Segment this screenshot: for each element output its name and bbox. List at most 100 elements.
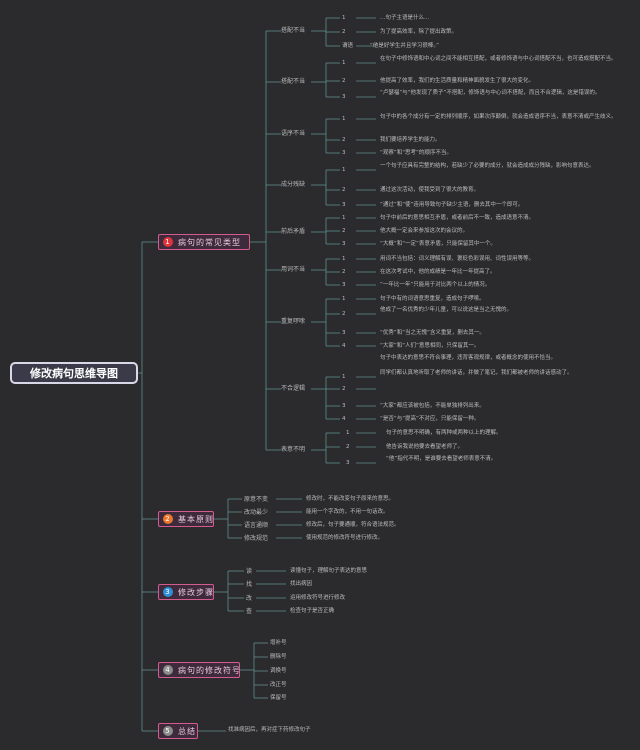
- item-mark: 3: [342, 150, 346, 156]
- item-mark: 1: [346, 430, 350, 436]
- item-mark: 3: [342, 403, 346, 409]
- principle-text: 修改后，句子要通顺，符合语法规范。: [306, 522, 400, 528]
- item-text: “观察”和“思考”的顺序不当。: [380, 150, 452, 156]
- step-text: 检查句子是否正确: [290, 608, 335, 614]
- principle-label: 原意不变: [244, 496, 269, 503]
- item-mark: 3: [342, 330, 346, 336]
- item-text: 句子的意思不明确，有两种或两种以上的理解。: [386, 430, 502, 436]
- root-topic[interactable]: 修改病句思维导图: [10, 362, 138, 384]
- type-label: 搭配不当: [281, 27, 306, 34]
- item-text: “大家”都应该被包括，不能单独排列出来。: [380, 403, 485, 409]
- type-label: 搭配不当: [281, 78, 306, 85]
- branch-basic-principles[interactable]: 2 基本原则: [158, 511, 214, 527]
- type-label: 语序不当: [281, 130, 306, 137]
- item-text: …句子主语是什么…: [380, 15, 430, 21]
- item-mark: 2: [342, 29, 346, 35]
- branch-label: 病句的常见类型: [178, 237, 241, 247]
- item-text: “通过”和“使”连用导致句子缺少主语，删去其中一个即可。: [380, 202, 524, 208]
- step-text: 读懂句子，理解句子表达的意思: [290, 568, 368, 574]
- branch-number-badge: 4: [163, 665, 173, 675]
- item-mark: 1: [342, 374, 346, 380]
- principle-text: 使用规范的修改符号进行修改。: [306, 535, 384, 541]
- item-text: “大家”和“人们”意思相同，只保留其一。: [380, 343, 480, 349]
- type-label: 不合逻辑: [281, 385, 306, 392]
- principle-label: 改动最少: [244, 509, 269, 516]
- type-label: 重复啰嗦: [281, 318, 306, 325]
- item-text: 一个句子应具有完整的结构，若缺少了必要的成分，就会造成成分残缺，影响句意表达。: [380, 163, 595, 169]
- principle-text: 修改时，不能改变句子原来的意思。: [306, 496, 395, 502]
- type-label: 成分残缺: [281, 181, 306, 188]
- item-mark: 3: [342, 94, 346, 100]
- symbol-item: 改正号: [270, 682, 287, 688]
- item-mark: 4: [342, 416, 346, 422]
- item-text: 在句子中修饰语和中心词之间不能相互搭配，或者修饰语与中心词搭配不当，也可造成搭配…: [380, 56, 617, 62]
- type-label: 用词不当: [281, 266, 306, 273]
- branch-label: 修改步骤: [178, 587, 214, 597]
- item-mark: 1: [342, 296, 346, 302]
- item-text: 句子中的各个成分有一定的排列顺序，如果次序颠倒，就会造成语序不当，表意不清或产生…: [380, 114, 617, 120]
- item-text: 句子中有的词语意思重复，造成句子啰嗦。: [380, 296, 485, 302]
- item-mark: 谓语: [342, 43, 354, 49]
- item-mark: 2: [342, 228, 346, 234]
- branch-number-badge: 2: [163, 514, 173, 524]
- item-text: “优秀”和“当之无愧”含义重复，删去其一。: [380, 330, 485, 336]
- type-label: 表意不明: [281, 446, 306, 453]
- item-text: 在这次考试中，他的成绩是一年比一年提高了。: [380, 269, 496, 275]
- step-label: 读: [246, 568, 253, 575]
- item-mark: 1: [342, 15, 346, 21]
- branch-revision-symbols[interactable]: 4 病句的修改符号: [158, 662, 240, 678]
- branch-revision-steps[interactable]: 3 修改步骤: [158, 584, 214, 600]
- item-mark: 3: [346, 460, 350, 466]
- item-text: 句子中表达的意思不符合事理，违背客观规律，或者概念的使用不恰当。: [380, 355, 557, 361]
- branch-common-types[interactable]: 1 病句的常见类型: [158, 234, 250, 250]
- symbol-item: 删除号: [270, 654, 287, 660]
- item-mark: 2: [342, 187, 346, 193]
- item-mark: 2: [346, 444, 350, 450]
- item-mark: 1: [342, 60, 346, 66]
- item-mark: 1: [342, 167, 346, 173]
- item-text: “是否”与“提高”不对应，只能保留一种。: [380, 416, 480, 422]
- step-label: 改: [246, 595, 253, 602]
- item-text: 他提高了效率，我们的生活质量和精神面貌发生了很大的变化。: [380, 78, 535, 84]
- item-mark: 4: [342, 343, 346, 349]
- item-text: 为了提高效率，除了提出政策。: [380, 29, 458, 35]
- branch-number-badge: 5: [163, 726, 173, 736]
- branch-label: 基本原则: [178, 514, 214, 524]
- branch-label: 总结: [178, 726, 196, 736]
- item-text: “他”指代不明，是谁要去看望老师表意不清。: [386, 456, 497, 462]
- root-topic-label: 修改病句思维导图: [30, 367, 118, 380]
- principle-label: 修改规范: [244, 535, 269, 542]
- item-text: 他成了一名优秀的少年儿童，可以说这是当之无愧的。: [380, 307, 513, 313]
- symbol-item: 保留号: [270, 695, 287, 701]
- item-mark: 2: [342, 311, 346, 317]
- item-text: 我们要培养学生的能力。: [380, 137, 441, 143]
- item-text: “一年比一年”只能用于对比两个以上的情况。: [380, 282, 491, 288]
- item-mark: 2: [342, 137, 346, 143]
- symbol-item: 增补号: [270, 640, 287, 646]
- item-text: 通过这次活动，使我受到了很大的教育。: [380, 187, 480, 193]
- branch-summary[interactable]: 5 总结: [158, 723, 198, 739]
- summary-text: 找准病因后，再对症下药修改句子: [228, 727, 311, 733]
- type-label: 前后矛盾: [281, 228, 306, 235]
- item-text: 同学们都认真地听取了老师的讲话，并做了笔记，我们都被老师的讲话感动了。: [380, 370, 573, 376]
- item-text: 他大概一定会来参加这次的会议的。: [380, 228, 469, 234]
- item-mark: 2: [342, 78, 346, 84]
- item-mark: 2: [342, 386, 346, 392]
- item-text: 他告诉我说他要去看望老师了。: [386, 444, 464, 450]
- item-mark: 3: [342, 202, 346, 208]
- item-text: “大概”和“一定”表意矛盾，只能保留其中一个。: [380, 241, 496, 247]
- item-mark: 1: [342, 116, 346, 122]
- item-text: “他是好学生并且学习很棒。”: [370, 43, 439, 49]
- step-text: 找出病因: [290, 581, 313, 587]
- branch-number-badge: 3: [163, 587, 173, 597]
- principle-label: 语言通顺: [244, 522, 269, 529]
- step-label: 找: [246, 581, 253, 588]
- item-mark: 2: [342, 269, 346, 275]
- item-text: 句子中前后的意思相互矛盾，或者前后不一致，造成语意不清。: [380, 215, 535, 221]
- item-text: “卢瑟福”与“他发现了质子”不搭配，修饰语与中心词不搭配，而且不合逻辑，这是错误…: [380, 90, 601, 96]
- item-mark: 3: [342, 282, 346, 288]
- symbol-item: 调换号: [270, 668, 287, 674]
- item-mark: 3: [342, 241, 346, 247]
- item-mark: 1: [342, 215, 346, 221]
